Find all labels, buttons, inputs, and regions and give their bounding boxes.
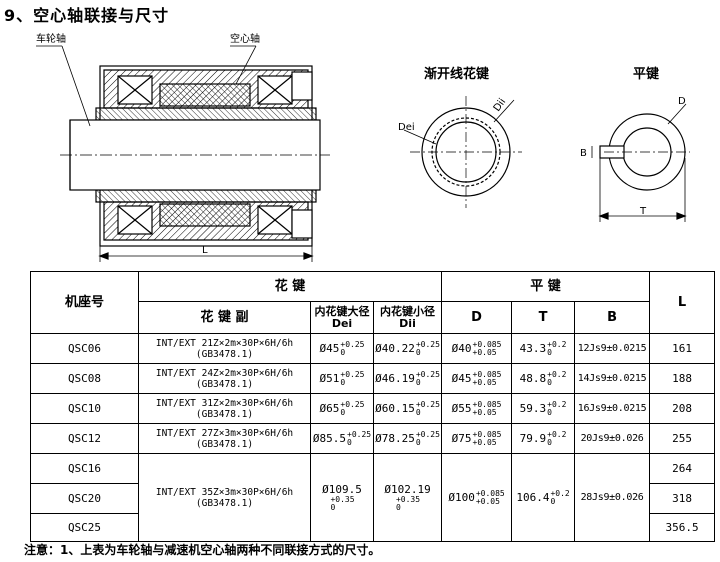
flat-key-view-title: 平键: [633, 66, 659, 82]
spline-view: [403, 96, 522, 208]
table-row: QSC08 INT/EXT 24Z×2m×30P×6H/6h(GB3478.1)…: [30, 363, 716, 394]
spline-pair-cell: INT/EXT 21Z×2m×30P×6H/6h(GB3478.1): [138, 333, 311, 364]
d-cell: Ø45+0.085+0.05: [441, 363, 513, 394]
l-cell: 161: [649, 333, 716, 364]
label-length: L: [202, 245, 208, 256]
l-cell: 188: [649, 363, 716, 394]
table-row: QSC25 356.5: [30, 513, 716, 542]
header-spline: 花 键: [137, 271, 443, 302]
subheader-d: D: [441, 301, 513, 334]
d-cell: Ø75+0.085+0.05: [441, 423, 513, 454]
model-cell: QSC08: [30, 363, 139, 394]
subheader-b: B: [574, 301, 651, 334]
label-dii: Dii: [492, 97, 509, 114]
model-cell: QSC25: [30, 513, 139, 542]
d-cell: Ø100+0.085+0.05: [441, 453, 513, 542]
l-cell: 264: [649, 453, 716, 484]
section-heading: 9、空心轴联接与尺寸: [4, 6, 170, 25]
l-cell: 208: [649, 393, 716, 424]
spline-pair-cell: INT/EXT 27Z×3m×30P×6H/6h(GB3478.1): [138, 423, 311, 454]
spline-view-title: 渐开线花键: [424, 66, 489, 82]
table-row: QSC12 INT/EXT 27Z×3m×30P×6H/6h(GB3478.1)…: [30, 423, 716, 454]
flat-key-view: [591, 103, 690, 222]
b-cell: 28Js9±0.026: [574, 453, 651, 542]
model-cell: QSC16: [30, 453, 139, 484]
spline-pair-cell: INT/EXT 35Z×3m×30P×6H/6h(GB3478.1): [138, 453, 311, 542]
model-cell: QSC06: [30, 333, 139, 364]
b-cell: 16Js9±0.0215: [574, 393, 651, 424]
spline-pair-cell: INT/EXT 24Z×2m×30P×6H/6h(GB3478.1): [138, 363, 311, 394]
d-cell: Ø55+0.085+0.05: [441, 393, 513, 424]
model-cell: QSC12: [30, 423, 139, 454]
label-b: B: [580, 148, 587, 159]
header-flat-key: 平 键: [441, 271, 651, 302]
b-cell: 12Js9±0.0215: [574, 333, 651, 364]
l-cell: 255: [649, 423, 716, 454]
label-hollow-shaft: 空心轴: [230, 32, 260, 45]
table-row: QSC10 INT/EXT 31Z×2m×30P×6H/6h(GB3478.1)…: [30, 393, 716, 424]
section-view: [36, 45, 330, 262]
spline-pair-cell: INT/EXT 31Z×2m×30P×6H/6h(GB3478.1): [138, 393, 311, 424]
b-cell: 14Js9±0.0215: [574, 363, 651, 394]
b-cell: 20Js9±0.026: [574, 423, 651, 454]
label-wheel-shaft: 车轮轴: [36, 32, 66, 45]
table-row: QSC16 INT/EXT 35Z×3m×30P×6H/6h(GB3478.1)…: [30, 453, 716, 542]
subheader-t: T: [511, 301, 576, 334]
d-cell: Ø40+0.085+0.05: [441, 333, 513, 364]
label-t: T: [639, 206, 647, 217]
technical-drawing: 车轮轴 空心轴 L 渐开线花键 Dei Dii 平键 B T D: [36, 32, 690, 262]
subheader-spline-pair: 花 键 副: [138, 301, 311, 334]
header-l: L: [649, 271, 716, 334]
l-cell: 318: [649, 483, 716, 514]
model-cell: QSC10: [30, 393, 139, 424]
label-dei: Dei: [398, 122, 415, 133]
footnote: 注意：1、上表为车轮轴与减速机空心轴两种不同联接方式的尺寸。: [24, 543, 381, 557]
l-cell: 356.5: [649, 513, 716, 542]
table-row: QSC06 INT/EXT 21Z×2m×30P×6H/6h(GB3478.1)…: [30, 333, 716, 364]
header-model: 机座号: [30, 271, 139, 334]
label-d-flat: D: [678, 96, 686, 107]
model-cell: QSC20: [30, 483, 139, 514]
